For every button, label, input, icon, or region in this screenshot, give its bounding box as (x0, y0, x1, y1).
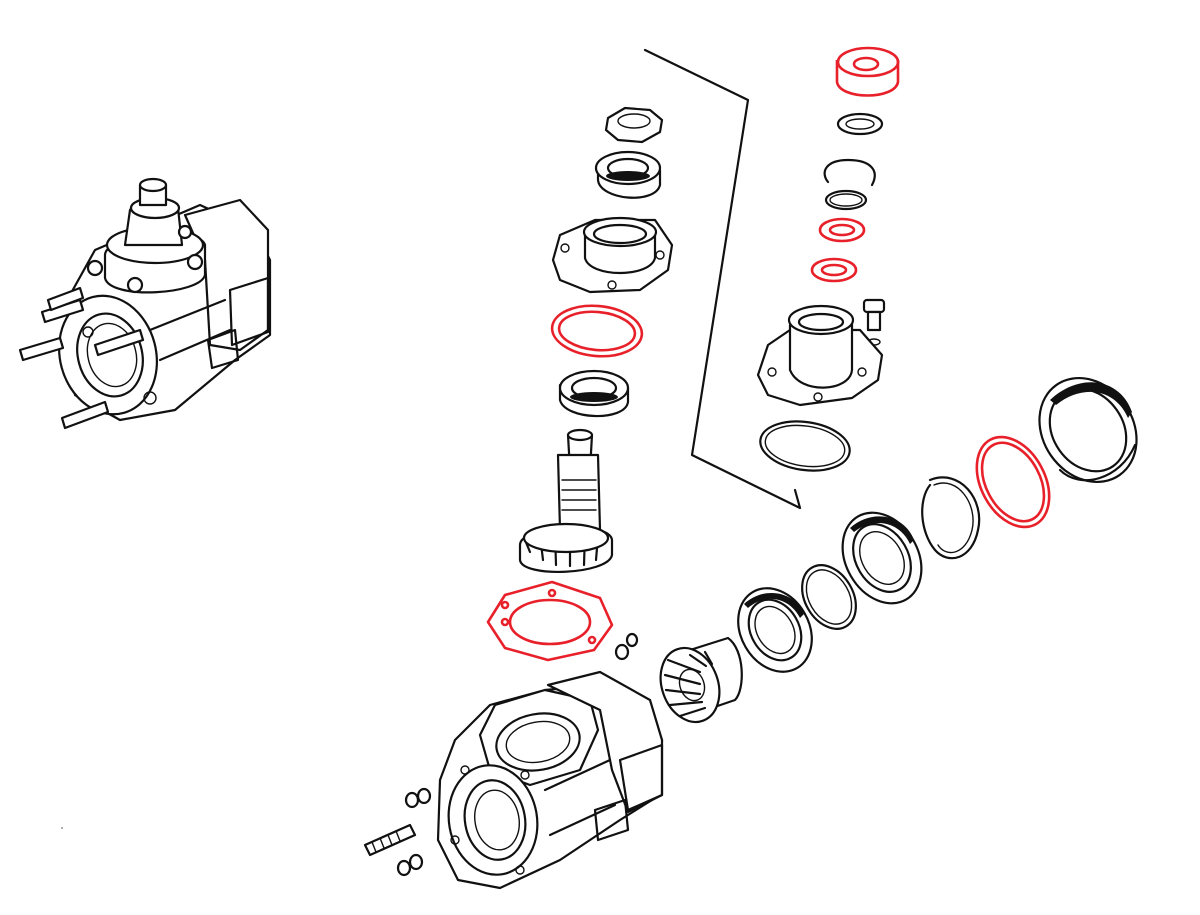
bearing-housing-lower (756, 304, 884, 407)
stud-bolts (18, 286, 145, 430)
cap-screw (862, 298, 886, 346)
assembled-gearbox (18, 177, 272, 430)
o-ring-small (824, 189, 868, 211)
oil-seal-red-1 (818, 217, 866, 243)
o-ring-lower (759, 420, 851, 472)
bevel-gear (659, 636, 743, 724)
grouping-bracket (643, 48, 802, 510)
bearing-housing-upper (551, 216, 674, 294)
speck (61, 827, 63, 829)
o-ring-large-red (975, 435, 1051, 529)
studs-and-nuts (363, 787, 432, 877)
pinion-shaft-stack (486, 106, 674, 662)
axle-stack (659, 376, 1138, 724)
upper-bearing (594, 150, 662, 199)
bearing-large (841, 511, 923, 605)
cap-seal-red (835, 46, 900, 97)
end-cap (1038, 376, 1138, 484)
flat-washer (836, 112, 884, 136)
seal-stack-right (756, 46, 900, 472)
oil-seal-red-2 (810, 257, 858, 283)
o-ring-medium (801, 564, 857, 630)
gearbox-housing (436, 670, 664, 890)
pinion-shaft (518, 428, 614, 573)
dowel-pins (614, 632, 639, 661)
o-ring-upper-red (550, 304, 644, 358)
bearing-medium (737, 587, 813, 673)
gasket-plate-red (486, 580, 614, 662)
lower-bearing (558, 369, 630, 418)
snap-ring-large (921, 476, 981, 560)
lock-nut (604, 106, 664, 144)
snap-ring-small (823, 158, 876, 187)
